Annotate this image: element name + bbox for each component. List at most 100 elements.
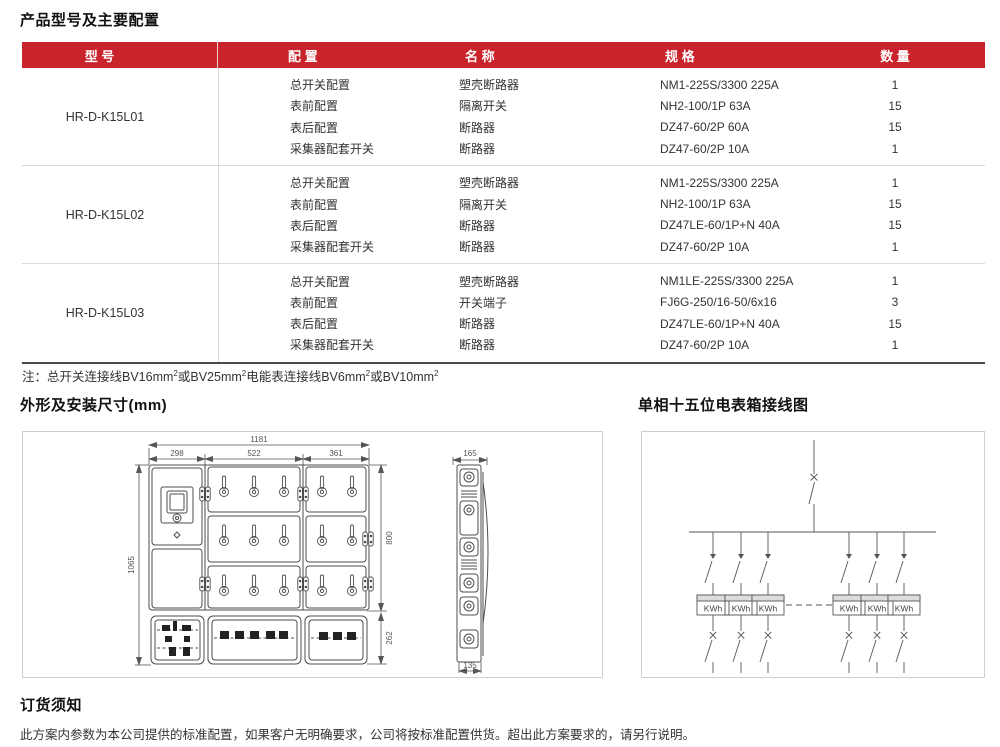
kwh-meter-label: KWh xyxy=(840,604,859,614)
dim-side-bottom: 135 xyxy=(463,661,477,670)
table-row: 总开关配置 塑壳断路器 NM1-225S/3300 225A 1 xyxy=(219,172,985,193)
cell-config: 表前配置 xyxy=(290,295,339,310)
cell-config: 表前配置 xyxy=(290,99,339,114)
note-sup: 2 xyxy=(434,368,439,378)
cell-spec: DZ47-60/2P 10A xyxy=(660,337,750,352)
model-number: HR-D-K15L01 xyxy=(65,109,145,124)
cell-name: 开关端子 xyxy=(459,295,508,310)
kwh-meter-label: KWh xyxy=(759,604,778,614)
cell-config: 采集器配套开关 xyxy=(290,338,375,353)
cell-config: 表后配置 xyxy=(290,120,339,135)
cell-name: 断路器 xyxy=(459,120,496,135)
header-name: 名 称 xyxy=(465,48,495,64)
dim-height: 1065 xyxy=(127,556,136,574)
table-row: 表前配置 隔离开关 NH2-100/1P 63A 15 xyxy=(219,193,985,214)
table-row: 总开关配置 塑壳断路器 NM1-225S/3300 225A 1 xyxy=(219,74,985,95)
cell-qty: 15 xyxy=(888,120,902,135)
cell-name: 塑壳断路器 xyxy=(459,274,520,289)
cell-spec: DZ47-60/2P 10A xyxy=(660,239,750,254)
cell-qty: 15 xyxy=(888,98,902,113)
cell-qty: 15 xyxy=(888,218,902,233)
header-spec: 规 格 xyxy=(665,48,695,64)
cell-spec: NM1-225S/3300 225A xyxy=(660,175,779,190)
dim-side-depth: 165 xyxy=(463,449,477,458)
cell-name: 断路器 xyxy=(459,317,496,332)
cell-spec: FJ6G-250/16-50/6x16 xyxy=(660,295,777,310)
cell-qty: 1 xyxy=(891,77,899,92)
cell-qty: 1 xyxy=(891,175,899,190)
cell-name: 隔离开关 xyxy=(459,99,508,114)
table-row: 表后配置 断路器 DZ47LE-60/1P+N 40A 15 xyxy=(219,313,985,334)
cell-qty: 1 xyxy=(891,337,899,352)
dim-middle-width: 522 xyxy=(247,449,261,458)
cell-qty: 1 xyxy=(891,239,899,254)
cell-config: 表前配置 xyxy=(290,197,339,212)
cell-spec: DZ47LE-60/1P+N 40A xyxy=(660,316,780,331)
cell-name: 塑壳断路器 xyxy=(459,78,520,93)
note-sup: 2 xyxy=(241,368,247,378)
header-model: 型 号 xyxy=(22,42,218,68)
ordering-body: 此方案内参数为本公司提供的标准配置，如果客户无明确要求，公司将按标准配置供货。超… xyxy=(20,728,696,742)
model-group-1: HR-D-K15L01 总开关配置 塑壳断路器 NM1-225S/3300 22… xyxy=(22,68,985,166)
note-sup: 2 xyxy=(173,368,178,378)
dim-right-width: 361 xyxy=(329,449,343,458)
cell-qty: 1 xyxy=(891,141,899,156)
cell-spec: NH2-100/1P 63A xyxy=(660,197,751,212)
header-config: 配 置 xyxy=(288,48,318,64)
note-text: 注：总开关连接线BV16mm xyxy=(22,370,174,384)
cell-qty: 15 xyxy=(888,316,902,331)
model-number: HR-D-K15L02 xyxy=(65,207,145,222)
cell-name: 隔离开关 xyxy=(459,197,508,212)
ordering-title: 订货须知 xyxy=(20,697,83,714)
cell-config: 表后配置 xyxy=(290,317,339,332)
dim-total-width: 1181 xyxy=(250,435,268,444)
cell-spec: DZ47-60/2P 10A xyxy=(660,141,750,156)
cell-spec: NM1-225S/3300 225A xyxy=(660,77,779,92)
table-row: 采集器配套开关 断路器 DZ47-60/2P 10A 1 xyxy=(219,334,985,355)
cell-name: 断路器 xyxy=(459,142,496,157)
cell-spec: DZ47-60/2P 60A xyxy=(660,120,750,135)
model-number: HR-D-K15L03 xyxy=(65,305,145,320)
cell-spec: DZ47LE-60/1P+N 40A xyxy=(660,218,780,233)
note-sup: 2 xyxy=(365,368,371,378)
dim-door-height: 800 xyxy=(385,531,394,545)
cell-qty: 15 xyxy=(888,197,902,212)
wire-note: 注：总开关连接线BV16mm2或BV25mm2电能表连接线BV6mm2或BV10… xyxy=(22,366,438,385)
spec-table-header: 型 号 配 置 名 称 规 格 数 量 xyxy=(22,42,985,68)
note-text: 电能表连接线BV6mm xyxy=(246,370,366,384)
wiring-diagram-svg: KWh KWh KWh KWh KWh KWh xyxy=(689,440,936,674)
kwh-meter-label: KWh xyxy=(704,604,723,614)
kwh-meter-label: KWh xyxy=(895,604,914,614)
cell-name: 断路器 xyxy=(459,218,496,233)
cell-qty: 3 xyxy=(891,295,899,310)
table-row: 总开关配置 塑壳断路器 NM1LE-225S/3300 225A 1 xyxy=(219,270,985,291)
table-row: 表前配置 隔离开关 NH2-100/1P 63A 15 xyxy=(219,95,985,116)
dimension-drawing: 1181 298 522 361 1065 800 262 xyxy=(22,431,603,678)
model-group-3: HR-D-K15L03 总开关配置 塑壳断路器 NM1LE-225S/3300 … xyxy=(22,263,985,362)
note-text: 或BV25mm xyxy=(177,370,242,384)
table-row: 采集器配套开关 断路器 DZ47-60/2P 10A 1 xyxy=(219,236,985,257)
cell-qty: 1 xyxy=(891,274,899,289)
cell-spec: NM1LE-225S/3300 225A xyxy=(660,274,794,289)
cell-config: 总开关配置 xyxy=(290,274,351,289)
wiring-section-title: 单相十五位电表箱接线图 xyxy=(638,397,809,414)
kwh-meter-label: KWh xyxy=(868,604,887,614)
dimensions-section-title: 外形及安装尺寸(mm) xyxy=(20,397,168,414)
cell-name: 断路器 xyxy=(459,338,496,353)
header-qty: 数 量 xyxy=(880,48,910,64)
wiring-diagram: KWh KWh KWh KWh KWh KWh xyxy=(641,431,985,678)
page-title: 产品型号及主要配置 xyxy=(20,12,160,29)
kwh-meter-label: KWh xyxy=(732,604,751,614)
table-row: 表后配置 断路器 DZ47LE-60/1P+N 40A 15 xyxy=(219,215,985,236)
cell-spec: NH2-100/1P 63A xyxy=(660,98,751,113)
note-text: 或BV10mm xyxy=(370,370,435,384)
cell-name: 断路器 xyxy=(459,240,496,255)
table-row: 表后配置 断路器 DZ47-60/2P 60A 15 xyxy=(219,117,985,138)
dim-bottom-height: 262 xyxy=(385,631,394,645)
spec-table: 型 号 配 置 名 称 规 格 数 量 HR-D-K15L01 总开关配置 塑壳… xyxy=(22,42,985,364)
cell-config: 采集器配套开关 xyxy=(290,142,375,157)
dim-left-width: 298 xyxy=(170,449,184,458)
cell-config: 表后配置 xyxy=(290,218,339,233)
dimension-drawing-svg: 1181 298 522 361 1065 800 262 xyxy=(127,435,489,674)
